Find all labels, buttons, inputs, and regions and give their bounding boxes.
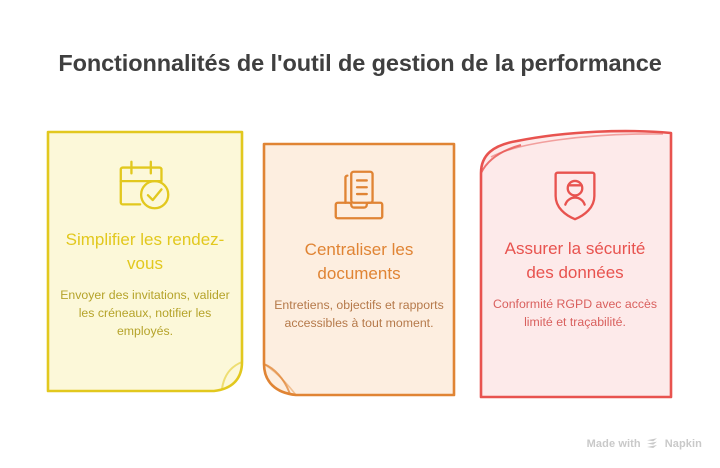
card-body: Envoyer des invitations, valider les cré… xyxy=(60,288,230,339)
card-shape-fold-bottom-left xyxy=(262,142,456,397)
watermark-brand-label: Napkin xyxy=(664,437,702,450)
feature-card-assurer-la-securite-des-donnees[interactable]: Assurer la sécurité des données Conformi… xyxy=(477,127,673,399)
card-content: Simplifier les rendez-vous Envoyer des i… xyxy=(46,130,244,393)
card-content: Assurer la sécurité des données Conformi… xyxy=(477,127,673,399)
watermark-made-with-label: Made with xyxy=(586,437,641,450)
page-title: Fonctionnalités de l'outil de gestion de… xyxy=(58,50,662,76)
card-title: Centraliser les documents xyxy=(304,240,414,284)
card-content: Centraliser les documents Entretiens, ob… xyxy=(262,142,456,397)
napkin-logo-icon xyxy=(646,438,657,448)
documents-tray-icon xyxy=(334,170,384,220)
feature-card-simplifier-les-rendez-vous[interactable]: Simplifier les rendez-vous Envoyer des i… xyxy=(46,130,244,393)
card-title: Simplifier les rendez-vous xyxy=(65,230,225,274)
card-shape-fold-top-left xyxy=(479,129,673,399)
card-shape-fold-bottom-right xyxy=(46,130,244,393)
card-body: Conformité RGPD avec accès limité et tra… xyxy=(492,297,657,330)
napkin-watermark: Made with Napkin xyxy=(587,437,702,450)
calendar-check-icon xyxy=(119,160,170,210)
card-body: Entretiens, objectifs et rapports access… xyxy=(274,298,444,331)
shield-person-icon xyxy=(554,171,596,221)
card-title: Assurer la sécurité des données xyxy=(504,239,646,283)
feature-card-centraliser-les-documents[interactable]: Centraliser les documents Entretiens, ob… xyxy=(262,142,456,397)
